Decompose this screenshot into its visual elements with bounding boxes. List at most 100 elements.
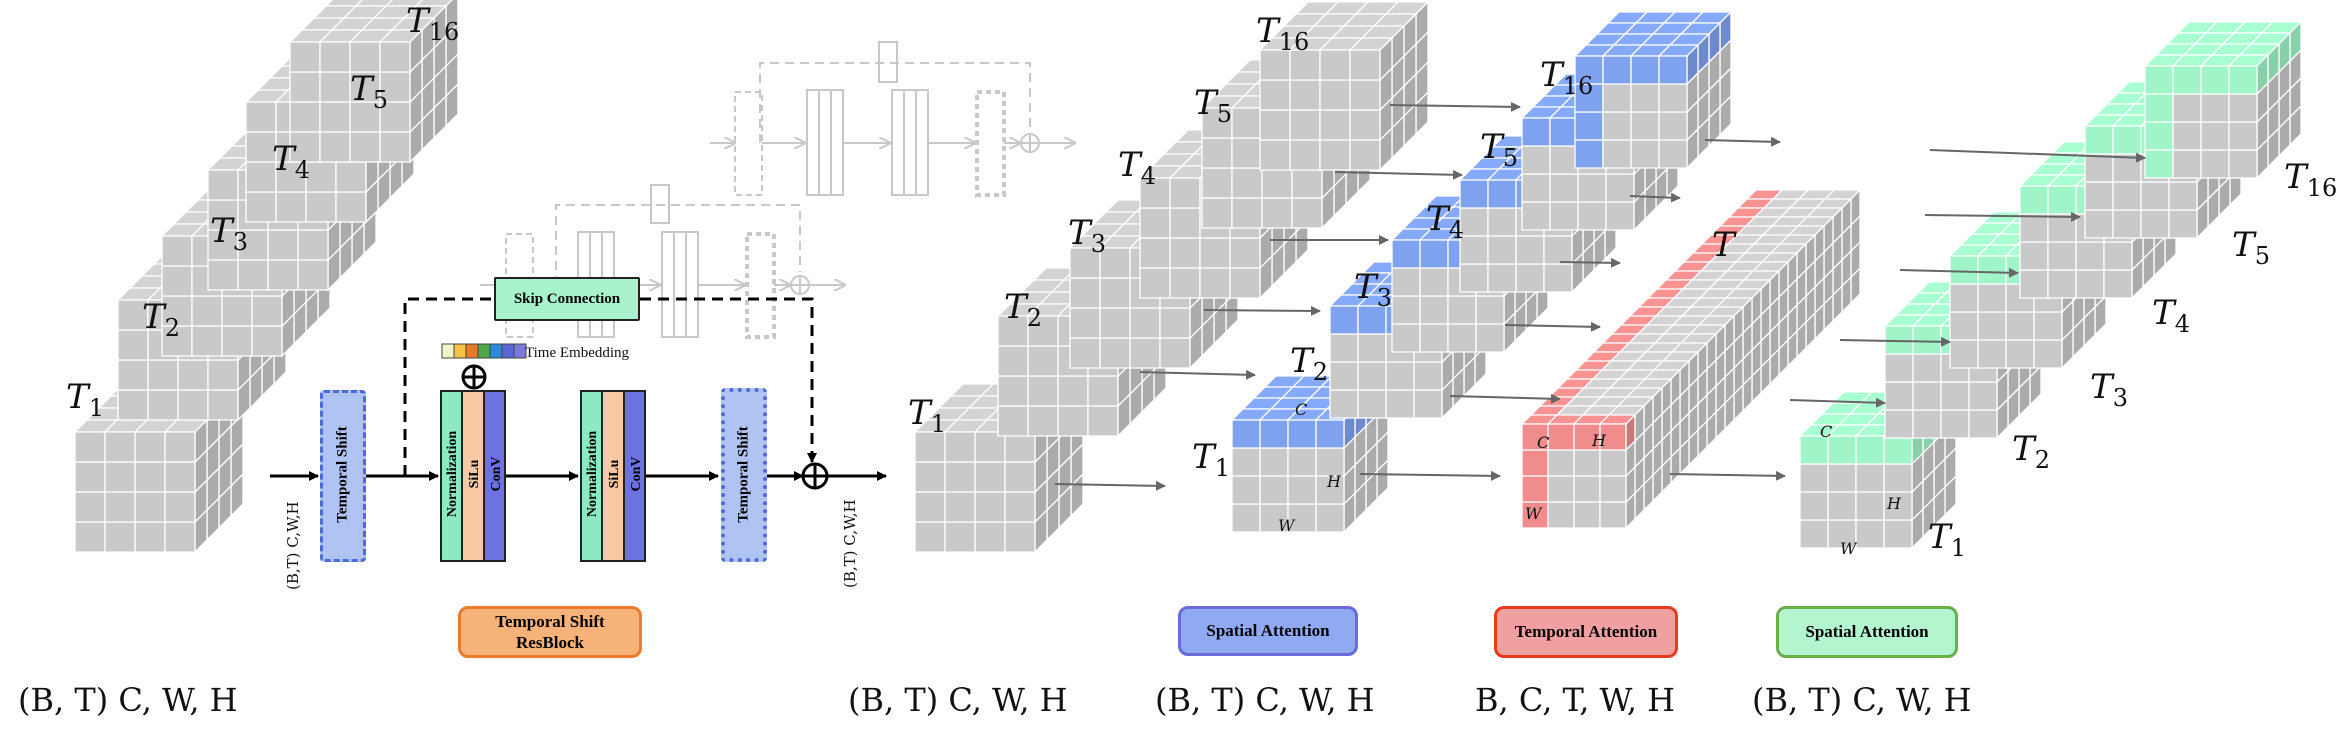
stage1-frame-2-front bbox=[207, 259, 239, 291]
c-label-spatial: C bbox=[1295, 400, 1308, 419]
stage2-frame-0-front bbox=[1289, 139, 1321, 171]
stage2-label-T4: T4 bbox=[1118, 145, 1156, 190]
stage2-arrow-5 bbox=[1389, 101, 1521, 112]
stage2-arrow-2 bbox=[1203, 305, 1321, 316]
stage5-frame-1-front bbox=[2084, 125, 2114, 155]
c-label-temporal: C bbox=[1537, 433, 1550, 452]
stage3-frame-1-front bbox=[1549, 145, 1579, 175]
stage1-frame-0-front bbox=[289, 101, 321, 133]
stage3-frame-1-front bbox=[1577, 173, 1607, 203]
stage2-frame-0-front bbox=[1349, 109, 1381, 141]
stage3-frame-3-front bbox=[1475, 323, 1505, 353]
temporal-shift-block-1 bbox=[320, 390, 366, 562]
stage2-frame-1-front bbox=[1231, 197, 1263, 229]
stage2-arrow-1 bbox=[1139, 369, 1256, 380]
stage5-frame-4-front bbox=[1884, 381, 1914, 411]
stage5-frame-2-front bbox=[2103, 269, 2133, 299]
stage3-frame-5-front bbox=[1231, 475, 1261, 505]
stage5-frame-5-front bbox=[1827, 491, 1857, 521]
stage3-frame-2-front bbox=[1543, 263, 1573, 293]
stage1-frame-5-front bbox=[134, 461, 166, 493]
stage5-label-T5: T5 bbox=[2232, 225, 2270, 270]
embed-cell bbox=[513, 343, 527, 359]
stage1-frame-1-front bbox=[305, 161, 337, 193]
time-embedding-label: Time Embedding bbox=[525, 345, 630, 361]
stage3-frame-5-front bbox=[1287, 447, 1317, 477]
dim-vertical-2: (B,T) C,W,H bbox=[841, 499, 859, 588]
stage5-frame-4-front bbox=[1884, 409, 1914, 439]
stage5-frame-0-front bbox=[2172, 149, 2202, 179]
stage3-frame-0-front bbox=[1602, 55, 1632, 85]
stage2-frame-1-front bbox=[1231, 167, 1263, 199]
prism-front bbox=[1547, 423, 1575, 451]
embed-cell bbox=[453, 343, 467, 359]
prism-front bbox=[1599, 449, 1627, 477]
stage1-label-T2: T2 bbox=[142, 297, 180, 342]
stage5-frame-5-front bbox=[1883, 519, 1913, 549]
norm-label-1: Normalization bbox=[445, 430, 460, 518]
prism-front bbox=[1573, 449, 1601, 477]
stage4-temporal-prism bbox=[1520, 188, 1862, 530]
stage3-frame-2-front bbox=[1487, 263, 1517, 293]
stage2-frame-1-front bbox=[1261, 197, 1293, 229]
stage5-frame-2-front bbox=[2103, 241, 2133, 271]
stage3-frame-2-front bbox=[1487, 179, 1517, 209]
stage1-frame-1-front bbox=[335, 191, 367, 223]
skip-connection-box: Skip Connection bbox=[494, 277, 640, 321]
stage1-frame-4-front bbox=[147, 359, 179, 391]
stage2-frame-5-front bbox=[914, 521, 946, 553]
stage3-frame-1-front bbox=[1577, 201, 1607, 231]
stage5-frame-0-front bbox=[2144, 93, 2174, 123]
stage3-frame-0-front bbox=[1602, 111, 1632, 141]
stage3-frame-2-front bbox=[1459, 263, 1489, 293]
stage2-frame-1-front bbox=[1201, 167, 1233, 199]
stage2-frame-3-front bbox=[1159, 307, 1191, 339]
stage1-frame-3-front bbox=[161, 265, 193, 297]
stage1-frame-5-front bbox=[104, 491, 136, 523]
stage1-frame-0-front bbox=[349, 131, 381, 163]
stage2-frame-2-front bbox=[1169, 177, 1201, 209]
stage3-frame-0-front bbox=[1574, 111, 1604, 141]
stage1-label-T16: T16 bbox=[406, 1, 460, 46]
stage3-arrow-3 bbox=[1559, 257, 1621, 268]
stage2-frame-3-front bbox=[1069, 307, 1101, 339]
stage3-frame-0-front bbox=[1630, 83, 1660, 113]
stage3-frame-4-front bbox=[1413, 389, 1443, 419]
prism-front bbox=[1547, 501, 1575, 529]
stage2-frame-0-front bbox=[1319, 79, 1351, 111]
stage3-frame-2-front bbox=[1459, 179, 1489, 209]
stage3-frame-5-front bbox=[1259, 419, 1289, 449]
stage5-frame-1-front bbox=[2168, 209, 2198, 239]
stage5-frame-5-front bbox=[1883, 435, 1913, 465]
stage2-frame-5-front bbox=[914, 461, 946, 493]
stage3-arrow-1 bbox=[1449, 393, 1561, 404]
stage3-frame-2-front bbox=[1459, 235, 1489, 265]
stage5-frame-3-front bbox=[2005, 311, 2035, 341]
stage1-frame-5-front bbox=[74, 521, 106, 553]
stage3-frame-1-front bbox=[1521, 117, 1551, 147]
stage2-frame-0-front bbox=[1349, 49, 1381, 81]
stage5-frame-3-front bbox=[2033, 311, 2063, 341]
stage5-frame-0-front bbox=[2200, 149, 2230, 179]
stage3-frame-3-front bbox=[1419, 267, 1449, 297]
stage1-frame-0-front bbox=[319, 41, 351, 73]
stage1-frame-2-front bbox=[207, 169, 239, 201]
stage3-frame-2-front bbox=[1487, 207, 1517, 237]
stage4-arrow-4 bbox=[1924, 211, 2081, 222]
stage5-frame-1-front bbox=[2112, 125, 2142, 155]
stage2-frame-3-front bbox=[1099, 307, 1131, 339]
time-embedding-strip bbox=[441, 343, 527, 359]
stage2-frame-5-front bbox=[944, 491, 976, 523]
stage1-frame-0-front bbox=[319, 131, 351, 163]
stage5-frame-1-front bbox=[2084, 209, 2114, 239]
stage3-frame-3-front bbox=[1475, 295, 1505, 325]
stage1-frame-5-front bbox=[164, 431, 196, 463]
stage3-frame-3-front bbox=[1391, 295, 1421, 325]
stage2-frame-4-front bbox=[1027, 375, 1059, 407]
stage2-frame-4-front bbox=[997, 345, 1029, 377]
stage2-frame-2-front bbox=[1229, 267, 1261, 299]
stage2-frame-4-front bbox=[1057, 405, 1089, 437]
stage3-frame-3-front bbox=[1391, 267, 1421, 297]
temporal-axis-label: T bbox=[1712, 225, 1735, 265]
stage5-frame-2-front bbox=[2047, 241, 2077, 271]
